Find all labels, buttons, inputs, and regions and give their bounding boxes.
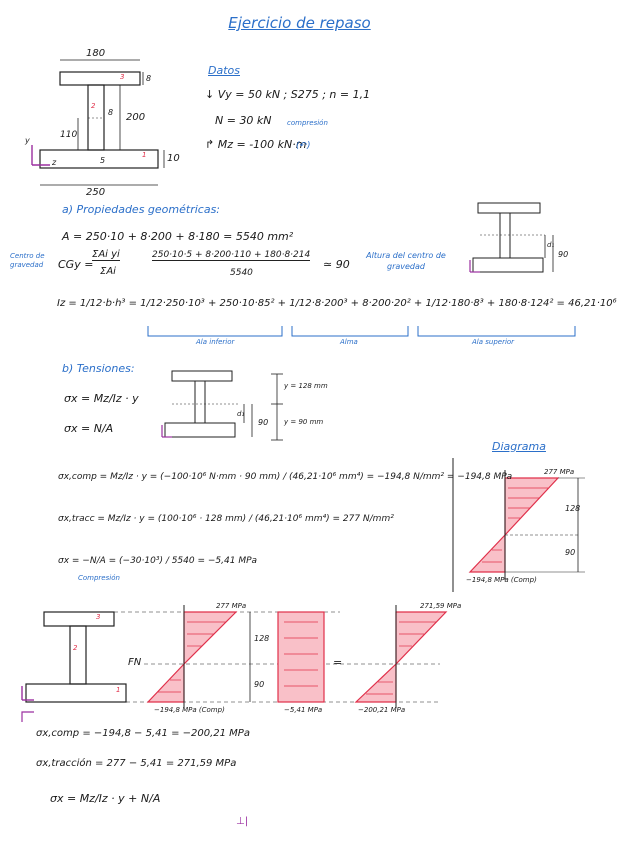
page-title: Ejercicio de repaso: [228, 14, 371, 32]
diagram-top-value: 277 MPa: [544, 468, 575, 476]
section-drawing-top: [31, 59, 165, 186]
final-formula: σx = Mz/Iz · y + N/A: [50, 792, 161, 805]
cg-numerator: 250·10·5 + 8·200·110 + 180·8·214: [152, 250, 311, 261]
mini-b-d1: d₁: [237, 410, 245, 418]
bottom-bot2: −5,41 MPa: [284, 706, 323, 714]
mini-a-90: 90: [558, 250, 569, 259]
cg-denominator: 5540: [230, 268, 253, 278]
dim-web-8: 8: [108, 108, 114, 117]
section-b-heading: b) Tensiones:: [62, 362, 135, 375]
bottom-flange: [39, 149, 159, 169]
top-flange: [59, 71, 141, 86]
brace-alma: Alma: [340, 338, 358, 346]
mini-a-d1: d₁: [547, 241, 555, 249]
final-tracc: σx,tracción = 277 − 5,41 = 271,59 MPa: [36, 758, 237, 769]
tension-eq1: σx = Mz/Iz · y: [64, 392, 139, 405]
datos-line2: N = 30 kN: [215, 114, 272, 127]
dim-200: 200: [126, 112, 146, 123]
section-a-heading: a) Propiedades geométricas:: [62, 203, 221, 216]
z-axis-label: z: [52, 158, 57, 167]
cg-right-label: Altura del centro de gravedad: [366, 251, 446, 271]
drawings-layer: [21, 59, 585, 722]
part-2: 2: [91, 102, 96, 110]
cg-result: ≃ 90: [323, 258, 350, 271]
brace-ala-inferior: Ala inferior: [196, 338, 235, 346]
bottom-top3: 271,59 MPa: [420, 602, 462, 610]
mini-section-a: [469, 202, 554, 273]
cg-left: CGy =: [58, 258, 94, 271]
y-top-label: y = 128 mm: [284, 382, 328, 390]
diagram-128: 128: [565, 504, 581, 513]
stress-diagram-right: [468, 470, 585, 580]
bottom-part-1: 1: [116, 686, 121, 694]
mini-b-90: 90: [258, 418, 269, 427]
calc-axial: σx = −N/A = (−30·10³) / 5540 = −5,41 MPa: [58, 556, 258, 566]
datos-line3-note: (↶): [296, 141, 311, 151]
iz-braces: [147, 326, 576, 337]
final-bracket: [21, 711, 34, 722]
iz-equation: Iz = 1/12·b·h³ = 1/12·250·10³ + 250·10·8…: [57, 298, 617, 309]
cg-label: Centro de gravedad: [10, 252, 45, 269]
datos-line2-note: compresión: [287, 119, 328, 127]
dim-5: 5: [100, 156, 106, 165]
bottom-part-3: 3: [96, 613, 101, 621]
calc-tracc: σx,tracc = Mz/Iz · y = (100·10⁶ · 128 mm…: [58, 514, 394, 524]
bottom-diagram-bending: [146, 605, 251, 708]
tension-eq2: σx = N/A: [64, 422, 114, 435]
part-1: 1: [142, 151, 147, 159]
brace-ala-superior: Ala superior: [472, 338, 515, 346]
datos-line1: ↓ Vy = 50 kN ; S275 ; n = 1,1: [205, 88, 371, 101]
y-bot-label: y = 90 mm: [284, 418, 324, 426]
part-3: 3: [120, 73, 125, 81]
cg-frac-den: ΣAi: [100, 266, 116, 277]
datos-heading: Datos: [208, 64, 240, 77]
dim-10: 10: [167, 153, 180, 164]
diagram-90: 90: [565, 548, 576, 557]
final-comp: σx,comp = −194,8 − 5,41 = −200,21 MPa: [36, 728, 250, 739]
dim-250: 250: [86, 187, 106, 198]
bottom-diagram-axial: [277, 611, 325, 703]
area-equation: A = 250·10 + 8·200 + 8·180 = 5540 mm²: [62, 230, 294, 243]
calc-axial-note: Compresión: [78, 574, 120, 582]
web: [87, 84, 105, 151]
bottom-diagram-combined: [354, 605, 448, 708]
bottom-part-2: 2: [73, 644, 78, 652]
bottom-top1: 277 MPa: [216, 602, 247, 610]
dim-110: 110: [60, 130, 78, 140]
bottom-128: 128: [254, 634, 270, 643]
datos-line3: ↱ Mz = -100 kN·m: [205, 138, 307, 151]
dim-180: 180: [86, 48, 106, 59]
diagram-bottom-value: −194,8 MPa (Comp): [466, 576, 537, 584]
bottom-equals: =: [333, 656, 343, 669]
dim-8: 8: [146, 74, 152, 83]
bottom-bot1: −194,8 MPa (Comp): [154, 706, 225, 714]
calc-comp: σx,comp = Mz/Iz · y = (−100·10⁶ N·mm · 9…: [58, 472, 513, 482]
y-axis-label: y: [25, 136, 30, 145]
mini-section-b: [161, 370, 283, 441]
end-mark: ⊥|: [236, 816, 249, 827]
diagram-heading: Diagrama: [492, 440, 546, 453]
bottom-bot3: −200,21 MPa: [358, 706, 406, 714]
cg-frac-num: ΣAi yi: [92, 249, 120, 261]
fn-label: FN: [128, 657, 142, 668]
bottom-90: 90: [254, 680, 265, 689]
